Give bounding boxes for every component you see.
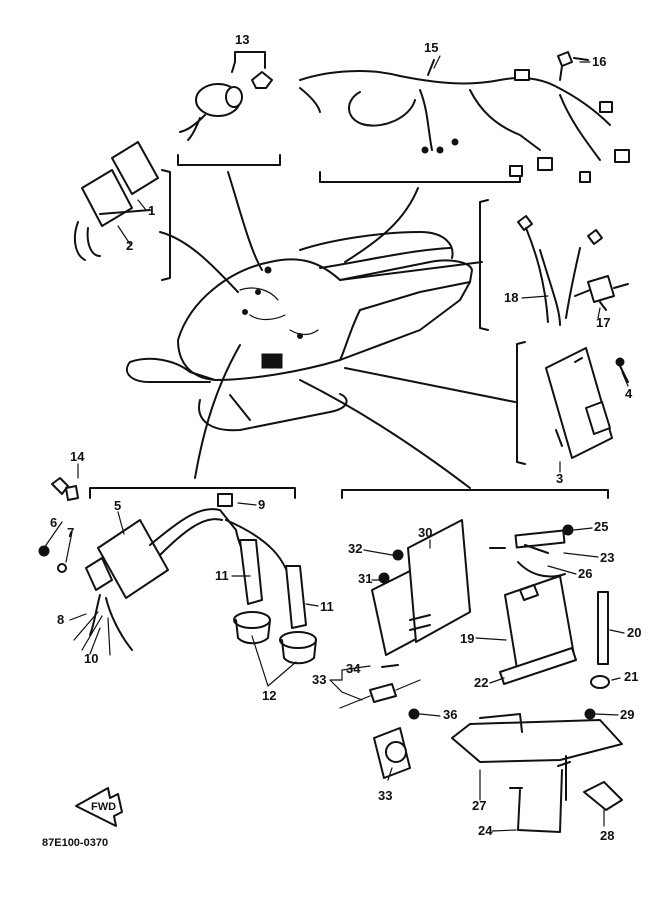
callout-13: 13 [235,32,249,47]
callout-33-b: 33 [378,788,392,803]
callout-leaders [43,55,629,832]
callout-17: 17 [596,315,610,330]
cdi-unit-part [73,141,159,261]
fwd-label: FWD [91,801,116,813]
drawing-code: 87E100-0370 [42,837,108,849]
callout-12: 12 [262,688,276,703]
callout-27: 27 [472,798,486,813]
callout-labels: 1 2 3 4 5 6 7 8 9 10 11 11 12 13 14 15 1… [50,32,641,843]
vent-tube-part [590,591,610,689]
plug-cap-part [233,539,317,665]
callout-7: 7 [67,525,74,540]
main-switch-part [179,51,273,141]
snowmobile-body-icon [125,231,473,432]
callout-29: 29 [620,707,634,722]
callout-32: 32 [348,541,362,556]
switch-lead-part [517,215,629,326]
callout-11-a: 11 [215,568,229,583]
callout-9: 9 [258,497,265,512]
callout-8: 8 [57,612,64,627]
regulator-part [545,347,629,459]
callout-21: 21 [624,669,638,684]
callout-10: 10 [84,651,98,666]
callout-19: 19 [460,631,474,646]
callout-30: 30 [418,525,432,540]
callout-23: 23 [600,550,614,565]
callout-4: 4 [625,386,633,401]
callout-24: 24 [478,823,493,838]
callout-20: 20 [627,625,641,640]
fwd-arrow-icon: FWD [75,787,123,827]
callout-26: 26 [578,566,592,581]
callout-6: 6 [50,515,57,530]
callout-5: 5 [114,498,121,513]
group-brackets [89,154,609,499]
battery-bracket-part [451,708,623,833]
callout-31: 31 [358,571,372,586]
callout-1: 1 [148,203,155,218]
callout-33-a: 33 [312,672,326,687]
callout-14: 14 [70,449,85,464]
rectifier-part [339,664,421,779]
callout-3: 3 [556,471,563,486]
fuse-part [557,51,589,81]
callout-18: 18 [504,290,518,305]
callout-2: 2 [126,238,133,253]
callout-16: 16 [592,54,606,69]
leader-lines [159,171,516,489]
battery-box-plate-part [371,519,471,656]
callout-36: 36 [443,707,457,722]
wire-harness-part [299,59,630,183]
callout-22: 22 [474,675,488,690]
callout-11-b: 11 [320,599,334,614]
battery-part [489,524,577,685]
callout-25: 25 [594,519,608,534]
callout-28: 28 [600,828,614,843]
callout-15: 15 [424,40,438,55]
